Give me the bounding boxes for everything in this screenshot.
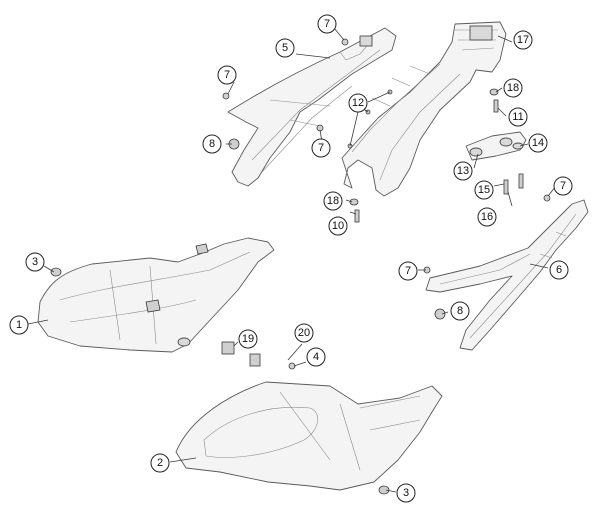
screw-3a xyxy=(50,267,62,277)
callout-19: 19 xyxy=(238,329,258,349)
callout-10-label: 10 xyxy=(332,220,344,232)
callout-12-label: 12 xyxy=(352,97,364,109)
callout-14: 14 xyxy=(528,133,548,153)
callout-8b: 8 xyxy=(450,301,470,321)
part-5-upper-frame xyxy=(227,27,397,187)
callout-16: 16 xyxy=(477,207,497,227)
callout-7d-label: 7 xyxy=(560,180,566,192)
callout-1: 1 xyxy=(9,315,29,335)
callout-8a-label: 8 xyxy=(209,138,215,150)
callout-19-label: 19 xyxy=(242,333,254,345)
part-6-right-frame xyxy=(425,199,589,351)
callout-16-label: 16 xyxy=(481,211,493,223)
callout-3a-label: 3 xyxy=(32,256,38,268)
callouts: 1 2 3 3 4 5 6 7 7 7 7 7 8 8 10 11 12 13 … xyxy=(9,14,573,503)
callout-10: 10 xyxy=(328,216,348,236)
callout-18b-label: 18 xyxy=(507,82,519,94)
callout-7e: 7 xyxy=(398,261,418,281)
nut-7b xyxy=(222,92,230,100)
callout-7a-label: 7 xyxy=(324,18,330,30)
callout-13-label: 13 xyxy=(457,165,469,177)
callout-8b-label: 8 xyxy=(457,305,463,317)
callout-5-label: 5 xyxy=(282,42,288,54)
connector-19 xyxy=(221,341,235,355)
callout-7e-label: 7 xyxy=(405,265,411,277)
hardware-items xyxy=(50,38,551,495)
bolt-10 xyxy=(354,209,360,223)
callout-14-label: 14 xyxy=(532,137,544,149)
callout-7b-label: 7 xyxy=(224,69,230,81)
callout-20-label: 20 xyxy=(298,327,310,339)
callout-11-label: 11 xyxy=(512,111,523,123)
nut-7d xyxy=(543,194,551,202)
grommet-8b xyxy=(434,308,446,320)
callout-7b: 7 xyxy=(217,65,237,85)
part-2-lower-side-panel xyxy=(175,381,443,491)
callout-3a: 3 xyxy=(25,252,45,272)
callout-17: 17 xyxy=(513,30,533,50)
callout-7c-label: 7 xyxy=(318,142,324,154)
clip-20 xyxy=(249,353,261,367)
callout-20: 20 xyxy=(294,323,314,343)
callout-15: 15 xyxy=(474,180,494,200)
leader-lines xyxy=(27,27,557,493)
callout-12: 12 xyxy=(348,93,368,113)
callout-1-label: 1 xyxy=(16,319,22,331)
callout-18b: 18 xyxy=(503,78,523,98)
callout-7d: 7 xyxy=(553,176,573,196)
bolt-11 xyxy=(493,99,499,113)
callout-7c: 7 xyxy=(311,138,331,158)
callout-6: 6 xyxy=(549,260,569,280)
part-17-rear-subframe xyxy=(341,21,507,197)
screw-3b xyxy=(378,485,390,495)
callout-5: 5 xyxy=(275,38,295,58)
callout-6-label: 6 xyxy=(556,264,562,276)
washer-18b xyxy=(489,88,499,96)
bolt-16 xyxy=(518,173,524,189)
callout-18a: 18 xyxy=(323,191,343,211)
callout-4: 4 xyxy=(306,347,326,367)
callout-17-label: 17 xyxy=(517,34,529,46)
callout-7a: 7 xyxy=(317,14,337,34)
bolt-15 xyxy=(503,179,509,195)
callout-3b: 3 xyxy=(396,483,416,503)
callout-3b-label: 3 xyxy=(403,487,409,499)
callout-13: 13 xyxy=(453,161,473,181)
callout-18a-label: 18 xyxy=(327,195,339,207)
nut-7a xyxy=(341,38,349,46)
callout-15-label: 15 xyxy=(478,184,490,196)
washer-18a xyxy=(349,198,359,206)
callout-2: 2 xyxy=(150,453,170,473)
callout-11: 11 xyxy=(508,107,528,127)
part-13-bracket xyxy=(465,131,527,161)
callout-4-label: 4 xyxy=(313,351,319,363)
callout-2-label: 2 xyxy=(157,457,163,469)
callout-8a: 8 xyxy=(202,134,222,154)
part-1-left-side-panel xyxy=(37,237,275,353)
